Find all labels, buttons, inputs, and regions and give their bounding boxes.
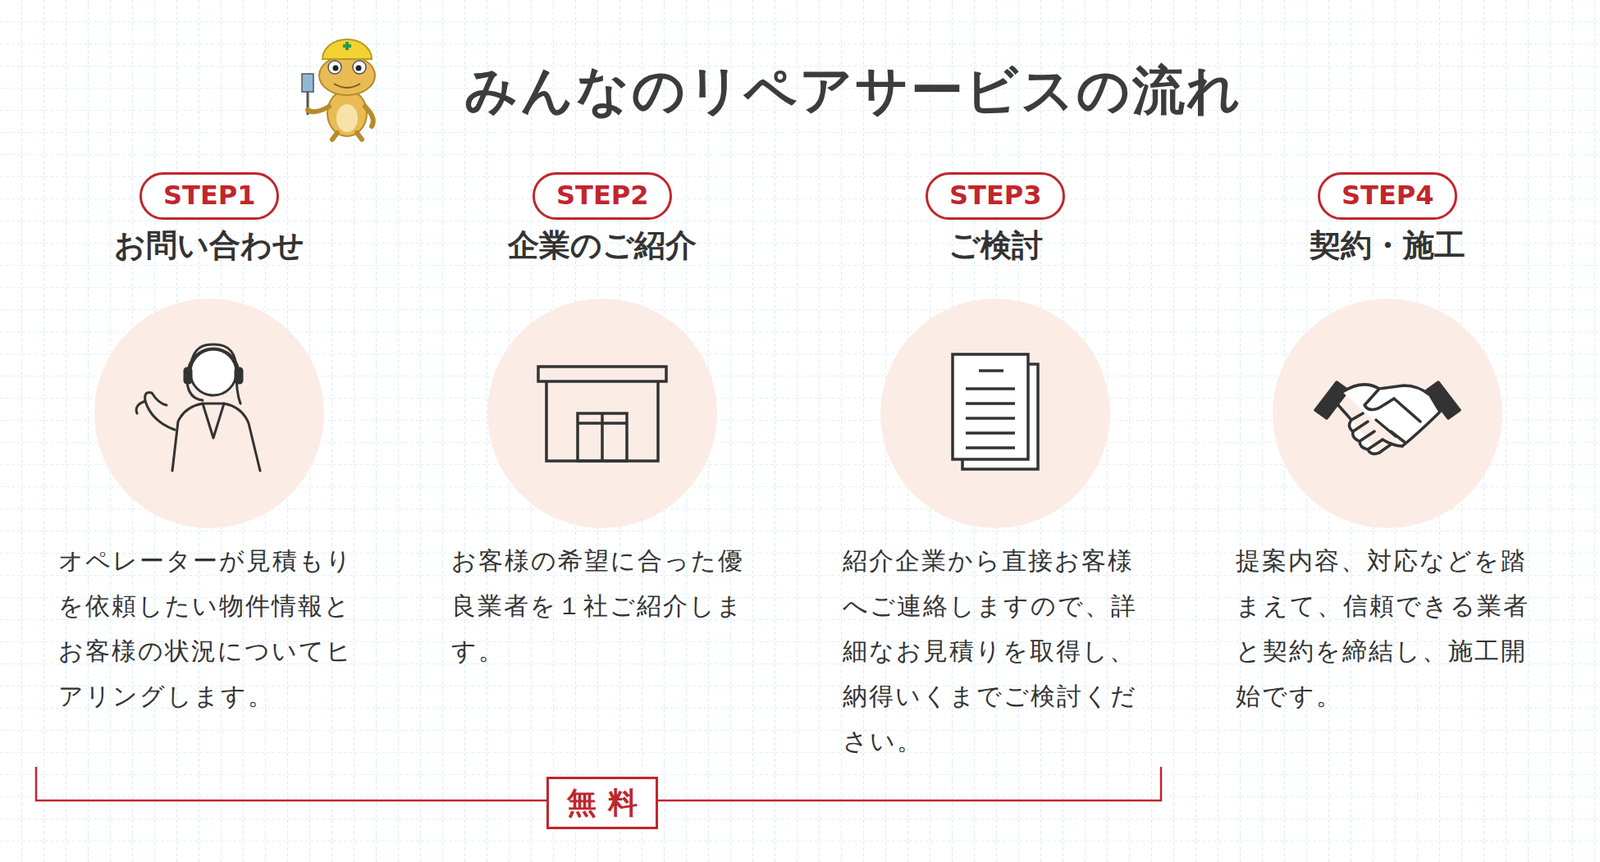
document-icon-part [952, 354, 1029, 460]
step-description: 紹介企業から直接お客様へご連絡しますので、詳細なお見積りを取得し、納得いくまでご… [842, 538, 1148, 764]
operator-icon-part [190, 349, 237, 396]
document-icon-part [965, 431, 1015, 435]
store-icon-part [577, 413, 627, 462]
step-number: STEP4 [1341, 178, 1434, 214]
handshake-icon-part [1364, 388, 1395, 411]
icon-circle-part [880, 298, 1111, 529]
operator-icon-part [172, 403, 261, 471]
frog-mascot-part [319, 55, 375, 96]
operator-icon [136, 344, 261, 471]
step-description: オペレーターが見積もりを依頼したい物件情報とお客様の状況についてヒアリングします… [58, 538, 364, 719]
handshake-icon [1315, 382, 1460, 454]
document-icon-part [965, 416, 1015, 421]
frog-mascot-part [332, 132, 362, 140]
icon-circle [94, 298, 1503, 529]
store-icon-part [577, 421, 627, 426]
icon-circle-part [487, 298, 718, 529]
step-badge: STEP2企業のご紹介 [532, 172, 672, 220]
document-icon-part [965, 402, 1015, 406]
document-icon-part [978, 369, 1004, 373]
icon-circle-part [1272, 298, 1503, 529]
operator-icon-part [184, 368, 192, 384]
store-icon-part [538, 366, 667, 382]
frog-mascot-part [328, 60, 342, 74]
page-title: みんなのリペアサービスの流れ [464, 54, 1243, 127]
step-description: 提案内容、対応などを踏まえて、信頼できる業者と契約を締結し、施工開始です。 [1235, 538, 1541, 719]
frog-mascot-part [301, 73, 314, 92]
step-heading: ご検討 [948, 225, 1043, 266]
operator-icon-part [187, 348, 239, 375]
step-number: STEP2 [556, 178, 649, 214]
operator-icon-part [202, 403, 224, 439]
step-number: STEP1 [163, 178, 256, 214]
handshake-icon-part [1351, 413, 1391, 453]
frog-mascot-part [365, 106, 374, 127]
step-heading: お問い合わせ [114, 225, 305, 266]
step-heading: 企業のご紹介 [507, 225, 697, 266]
frog-mascot-part [336, 104, 358, 133]
step-badge: STEP1お問い合わせ [139, 172, 279, 220]
handshake-icon-part [1315, 382, 1349, 419]
frog-mascot-part [352, 60, 366, 74]
operator-icon-part [136, 401, 146, 414]
store-icon-part [600, 413, 604, 462]
frog-mascot-part [307, 106, 330, 112]
free-tag: 無料 [546, 777, 659, 830]
frog-mascot-part [333, 83, 361, 88]
step-description: お客様の希望に合った優良業者を１社ご紹介します。 [451, 538, 757, 674]
frog-mascot-part [327, 90, 367, 137]
handshake-icon-part [1376, 398, 1421, 447]
operator-icon-part [187, 382, 203, 401]
operator-icon-part [145, 392, 175, 430]
store-icon-part [546, 381, 659, 462]
operator-icon-part [235, 368, 243, 384]
document-icon-part [965, 387, 1015, 391]
document-icon [952, 354, 1038, 470]
step-heading: 契約・施工 [1309, 225, 1466, 266]
step-badge: STEP3ご検討 [925, 172, 1066, 220]
store-icon [538, 366, 667, 462]
step-number: 無料 [566, 782, 650, 824]
frog-mascot-part [342, 41, 352, 51]
step-badge: STEP4契約・施工 [1317, 172, 1458, 220]
document-icon-part [965, 446, 1015, 450]
icon-circle-part [94, 298, 325, 529]
step-number: STEP3 [949, 178, 1042, 214]
frog-mascot-part [322, 39, 372, 60]
frog-mascot-part [356, 65, 362, 72]
frog-mascot [301, 39, 375, 140]
frog-mascot-part [333, 65, 339, 72]
